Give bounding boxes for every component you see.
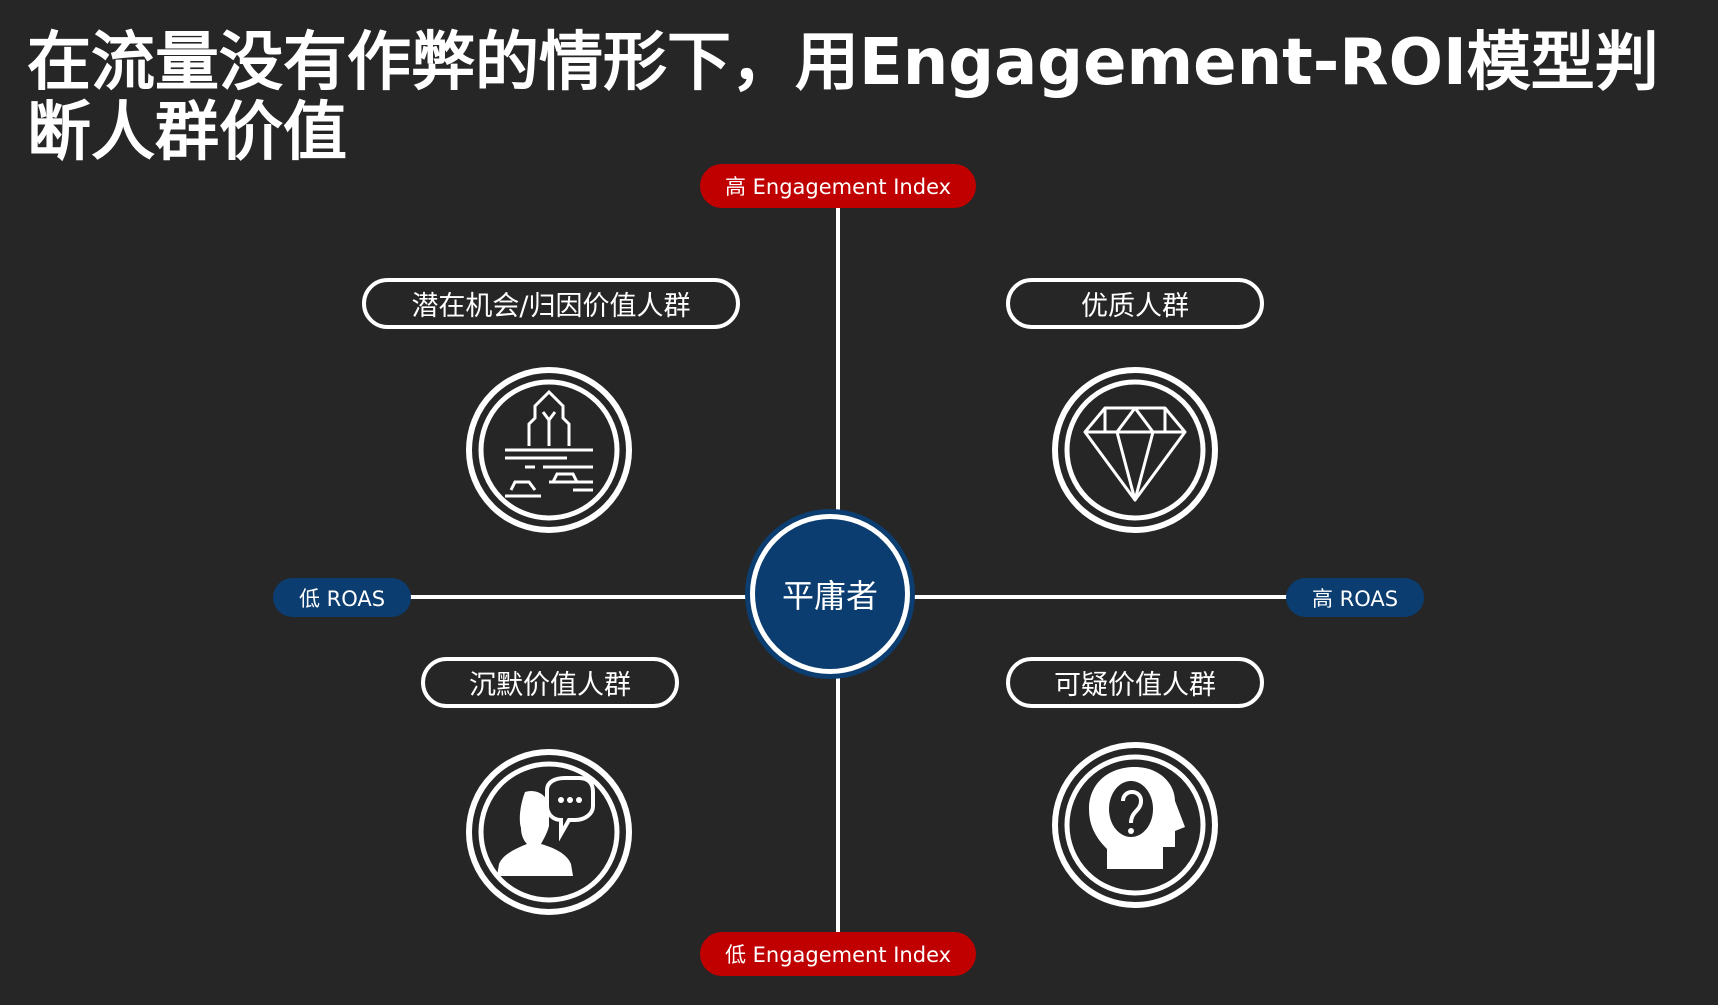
landscape-icon <box>466 367 632 533</box>
low-roas-label: 低 ROAS <box>273 578 411 617</box>
center-node: 平庸者 <box>750 514 910 674</box>
quadrant-label-bottom-right: 可疑价值人群 <box>1006 657 1264 708</box>
low-engagement-label: 低 Engagement Index <box>700 932 976 976</box>
head-question-icon <box>1052 742 1218 908</box>
page-title: 在流量没有作弊的情形下，用Engagement-ROI模型判断人群价值 <box>27 26 1659 170</box>
quadrant-label-top-left: 潜在机会/归因价值人群 <box>362 278 740 329</box>
person-speech-icon <box>466 749 632 915</box>
quadrant-label-top-right: 优质人群 <box>1006 278 1264 329</box>
quadrant-label-bottom-left: 沉默价值人群 <box>421 657 679 708</box>
diamond-icon <box>1052 367 1218 533</box>
high-engagement-label: 高 Engagement Index <box>700 164 976 208</box>
high-roas-label: 高 ROAS <box>1286 578 1424 617</box>
